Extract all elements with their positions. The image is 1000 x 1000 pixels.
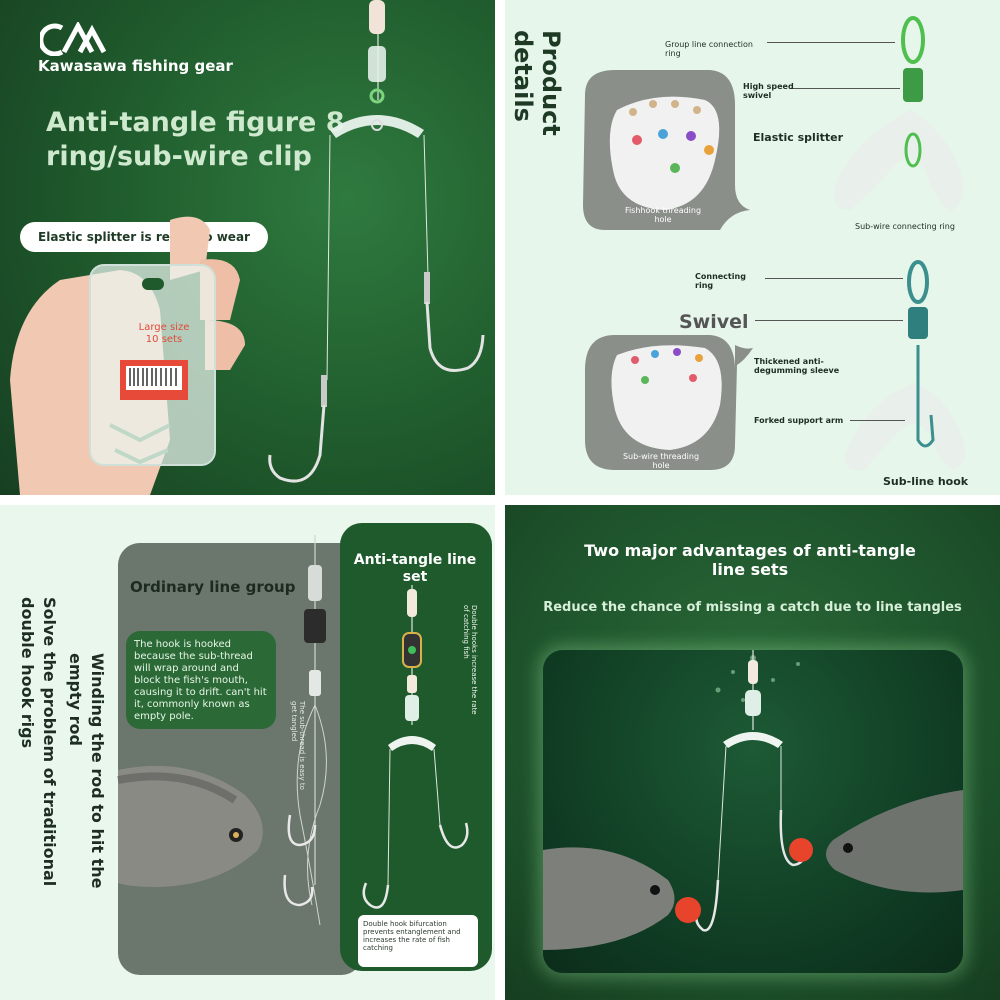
ordinary-title: Ordinary line group — [130, 578, 296, 596]
bifurcation-note: Double hook bifurcation prevents entangl… — [358, 915, 478, 967]
label-forked-arm: Forked support arm — [754, 416, 844, 425]
anti-tangle-title: Anti-tangle line set — [353, 552, 477, 585]
label-high-speed-swivel: High speed swivel — [743, 82, 794, 100]
pack-label: Large size 10 sets — [138, 322, 190, 345]
hero-panel: Kawasawa fishing gear Anti-tangle figure… — [0, 0, 495, 495]
headline: Anti-tangle figure 8 ring/sub-wire clip — [46, 107, 345, 172]
vertical-text-right: Winding the rod to hit the empty rod — [66, 653, 107, 889]
label-elastic-splitter: Elastic splitter — [753, 131, 843, 144]
label-sub-wire-hole: Sub-wire threading hole — [622, 452, 700, 470]
double-hook-note: Double hooks increase the rate of catchi… — [462, 605, 478, 715]
tangle-note: The sub-thread is easy to get tangled — [290, 701, 306, 790]
hand-holding-pack-image — [10, 216, 245, 495]
label-sub-line-hook: Sub-line hook — [883, 475, 969, 488]
advantages-subtitle: Reduce the chance of missing a catch due… — [543, 600, 962, 615]
brand-logo-icon — [40, 22, 106, 56]
brand-name: Kawasawa fishing gear — [38, 57, 233, 75]
label-swivel: Swivel — [679, 311, 749, 333]
label-fishhook-hole: Fishhook threading hole — [624, 206, 702, 224]
product-details-panel: Product details Group line connection ri… — [505, 0, 1000, 495]
rig-illustration — [268, 0, 485, 483]
label-sub-wire-ring: Sub-wire connecting ring — [855, 222, 955, 231]
advantages-title: Two major advantages of anti-tangle line… — [584, 541, 916, 579]
label-thickened-sleeve: Thickened anti-degumming sleeve — [754, 357, 840, 375]
product-details-title: Product details — [509, 30, 565, 136]
underwater-scene — [543, 650, 963, 973]
underwater-illustration — [543, 650, 963, 950]
empty-pole-note: The hook is hooked because the sub-threa… — [126, 631, 276, 729]
rig-comparison-illustration — [117, 535, 469, 926]
comparison-panel: Solve the problem of traditional double … — [0, 505, 495, 1000]
label-group-line-ring: Group line connection ring — [665, 40, 753, 58]
label-connecting-ring: Connecting ring — [695, 272, 746, 290]
parts-illustration — [583, 16, 966, 471]
vertical-text-left: Solve the problem of traditional double … — [18, 597, 59, 887]
advantages-panel: Two major advantages of anti-tangle line… — [505, 505, 1000, 1000]
